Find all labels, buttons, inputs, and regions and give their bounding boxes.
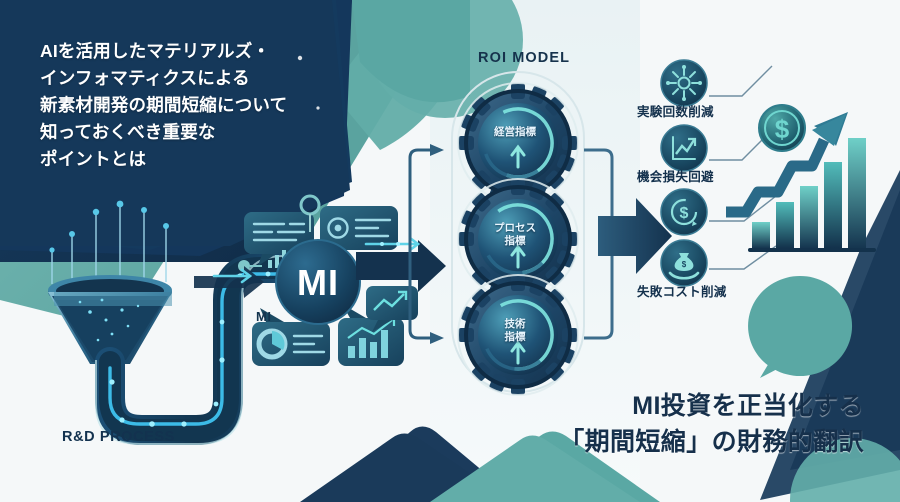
roi-model-title: ROI MODEL: [478, 50, 571, 66]
benefit-label-experiments: 実験回数削減: [637, 105, 714, 119]
page-title: AIを活用したマテリアルズ・ インフォマティクスによる 新素材開発の期間短縮につ…: [40, 38, 370, 173]
gear-label-technical: 技術 指標: [480, 318, 550, 343]
gear-label-management: 経営指標: [480, 126, 550, 139]
title-line-4: 知っておくべき重要な: [40, 122, 216, 142]
mi-caption-label: MI: [256, 309, 272, 324]
mi-core-label: MI: [297, 262, 339, 303]
svg-text:$: $: [775, 114, 790, 144]
gear-label-process: プロセス 指標: [480, 222, 550, 247]
svg-text:$: $: [682, 260, 687, 269]
title-line-2: インフォマティクスによる: [40, 68, 250, 88]
gear-label-line: 指標: [504, 330, 526, 343]
benefit-label-opportunity: 機会損失回避: [637, 170, 714, 184]
rd-process-label: R&D PROCESS: [62, 429, 175, 445]
gear-label-line: プロセス: [494, 222, 536, 234]
title-line-5: ポイントとは: [40, 149, 147, 169]
big-arrow: [598, 198, 672, 274]
roi-gear-column: [408, 71, 614, 396]
tagline-line-2: 「期間短縮」の財務的翻訳: [559, 428, 864, 456]
gear-label-line: 経営指標: [494, 126, 536, 138]
gear-label-line: 技術: [504, 318, 526, 330]
mi-cluster-graphic: [194, 194, 446, 366]
title-line-1: AIを活用したマテリアルズ・: [40, 41, 271, 61]
gear-label-line: 指標: [504, 234, 526, 247]
benefit-label-failure-cost: 失敗コスト削減: [637, 285, 727, 299]
svg-text:$: $: [680, 205, 689, 222]
bar-chart-graphic: $: [726, 104, 876, 252]
tagline-line-1: MI投資を正当化する: [632, 392, 864, 420]
tagline: MI投資を正当化する 「期間短縮」の財務的翻訳: [559, 388, 864, 460]
title-line-3: 新素材開発の期間短縮について: [40, 95, 288, 115]
